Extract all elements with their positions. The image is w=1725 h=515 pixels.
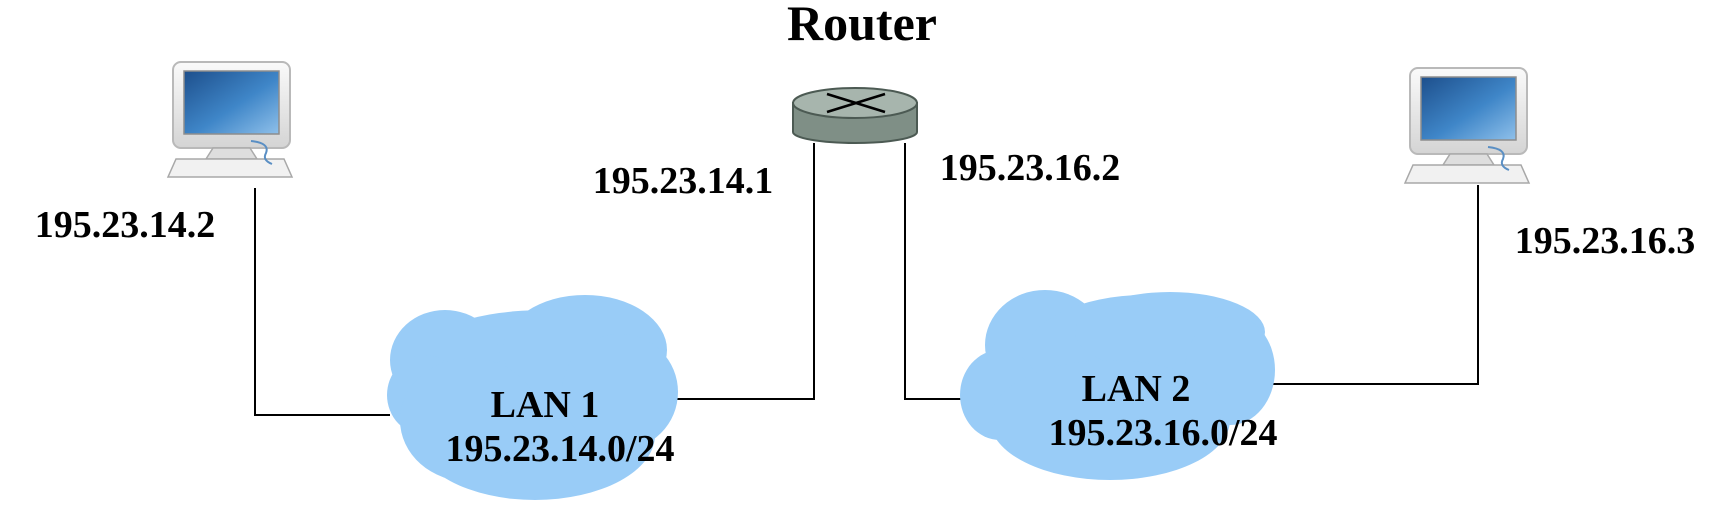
lan2-subnet: 195.23.16.0/24 <box>1048 412 1277 454</box>
pc-right-ip: 195.23.16.3 <box>1515 220 1696 262</box>
link-lan1-router <box>650 143 815 400</box>
router-title: Router <box>787 0 937 51</box>
cloud-icon <box>960 290 1275 480</box>
cloud-icon <box>387 295 678 500</box>
pc-left <box>166 61 294 178</box>
router-icon <box>792 87 918 144</box>
router-ip-left: 195.23.14.1 <box>593 160 774 202</box>
connection-lines <box>254 143 1479 416</box>
link-pc-left-lan1 <box>254 188 390 416</box>
lan2-cloud <box>960 290 1275 480</box>
lan1-subnet: 195.23.14.0/24 <box>445 428 674 470</box>
lan2-name: LAN 2 <box>1082 368 1191 410</box>
pc-right <box>1403 67 1531 184</box>
computer-icon <box>166 61 294 178</box>
router <box>792 87 918 144</box>
pc-left-ip: 195.23.14.2 <box>35 204 216 246</box>
lan1-cloud <box>387 295 678 500</box>
lan1-name: LAN 1 <box>491 384 600 426</box>
router-ip-right: 195.23.16.2 <box>940 147 1121 189</box>
link-lan2-pc-right <box>1268 185 1479 385</box>
computer-icon <box>1403 67 1531 184</box>
